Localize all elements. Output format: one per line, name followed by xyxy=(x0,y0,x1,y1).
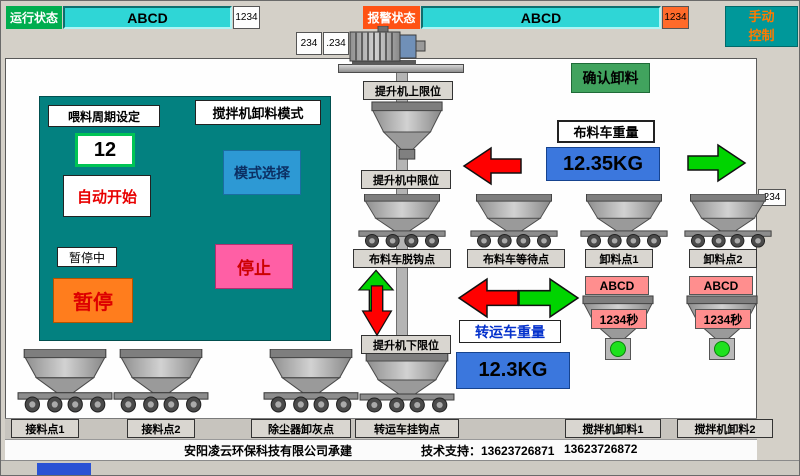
station-label-mixer-unload-2: 搅拌机卸料2 xyxy=(677,419,773,438)
station-label-mixer-unload-1: 搅拌机卸料1 xyxy=(565,419,661,438)
manual-control-button[interactable]: 手动控制 xyxy=(725,6,798,47)
mixer-1-status-tag: ABCD xyxy=(585,276,649,295)
green-light-icon xyxy=(610,341,626,357)
bottom-bar xyxy=(1,460,799,475)
manual-control-label: 手动控制 xyxy=(748,8,775,43)
station-label-wait: 布料车等待点 xyxy=(467,249,565,268)
mixer-1-valve-indicator xyxy=(605,338,631,360)
stop-button[interactable]: 停止 xyxy=(215,244,293,289)
mode-select-button[interactable]: 模式选择 xyxy=(223,150,301,195)
distribution-weight-label: 布料车重量 xyxy=(557,120,655,143)
hoist-upper-limit-label: 提升机上限位 xyxy=(363,81,453,100)
footer-bar xyxy=(5,439,757,460)
confirm-unload-button[interactable]: 确认卸料 xyxy=(571,63,650,93)
mixer-2-time-tag: 1234秒 xyxy=(695,309,751,329)
bottom-blue-indicator[interactable] xyxy=(37,463,91,475)
hopper-car-icon xyxy=(683,194,773,248)
arrow-right-icon xyxy=(518,277,580,319)
hopper-car-icon xyxy=(16,349,114,413)
transfer-weight-value: 12.3KG xyxy=(456,352,570,389)
aux-value-box-1: 234 xyxy=(296,32,322,55)
alarm-status-display: ABCD xyxy=(421,6,661,29)
aux-value-box-2: .234 xyxy=(323,32,349,55)
auto-start-button[interactable]: 自动开始 xyxy=(63,175,151,217)
hoist-hopper-icon xyxy=(368,101,446,161)
station-label-receive-1: 接料点1 xyxy=(11,419,79,438)
station-label-unhook: 布料车脱钩点 xyxy=(353,249,451,268)
alarm-status-label: 报警状态 xyxy=(363,6,420,29)
run-status-label: 运行状态 xyxy=(6,6,62,29)
mixer-2-valve-indicator xyxy=(709,338,735,360)
alarm-status-number: 1234 xyxy=(662,6,689,29)
hoist-lower-limit-label: 提升机下限位 xyxy=(361,335,451,354)
pausing-status-label: 暂停中 xyxy=(57,247,117,267)
pause-button[interactable]: 暂停 xyxy=(53,278,133,323)
hopper-car-icon xyxy=(112,349,210,413)
hopper-car-icon xyxy=(262,349,360,413)
green-light-icon xyxy=(714,341,730,357)
hopper-car-icon xyxy=(358,353,456,413)
feed-cycle-label: 喂料周期设定 xyxy=(48,105,160,127)
feed-cycle-value-field[interactable]: 12 xyxy=(75,133,135,167)
station-label-receive-2: 接料点2 xyxy=(127,419,195,438)
footer-company-text: 安阳凌云环保科技有限公司承建 xyxy=(184,444,353,458)
hopper-car-icon xyxy=(579,194,669,248)
station-label-unload-1: 卸料点1 xyxy=(585,249,653,268)
run-status-number: 1234 xyxy=(233,6,260,29)
arrow-left-icon xyxy=(462,146,522,186)
station-label-unload-2: 卸料点2 xyxy=(689,249,757,268)
motor-icon xyxy=(348,26,426,66)
arrow-down-icon xyxy=(361,285,393,337)
transfer-weight-label: 转运车重量 xyxy=(459,320,561,343)
hopper-car-icon xyxy=(469,194,559,248)
mixer-1-time-tag: 1234秒 xyxy=(591,309,647,329)
hoist-middle-limit-label: 提升机中限位 xyxy=(361,170,451,189)
station-label-dust-ash: 除尘器卸灰点 xyxy=(251,419,351,438)
mixer-unload-mode-label: 搅拌机卸料模式 xyxy=(195,100,321,125)
footer-support-phone-2: 13623726872 xyxy=(564,442,638,456)
arrow-right-icon xyxy=(687,143,747,183)
mixer-2-status-tag: ABCD xyxy=(689,276,753,295)
distribution-weight-value: 12.35KG xyxy=(546,147,660,181)
footer-support-text: 技术支持：13623726871 xyxy=(421,444,555,458)
arrow-left-icon xyxy=(457,277,519,319)
hopper-car-icon xyxy=(357,194,447,248)
station-label-transfer-hook: 转运车挂钩点 xyxy=(355,419,459,438)
run-status-display: ABCD xyxy=(63,6,232,29)
